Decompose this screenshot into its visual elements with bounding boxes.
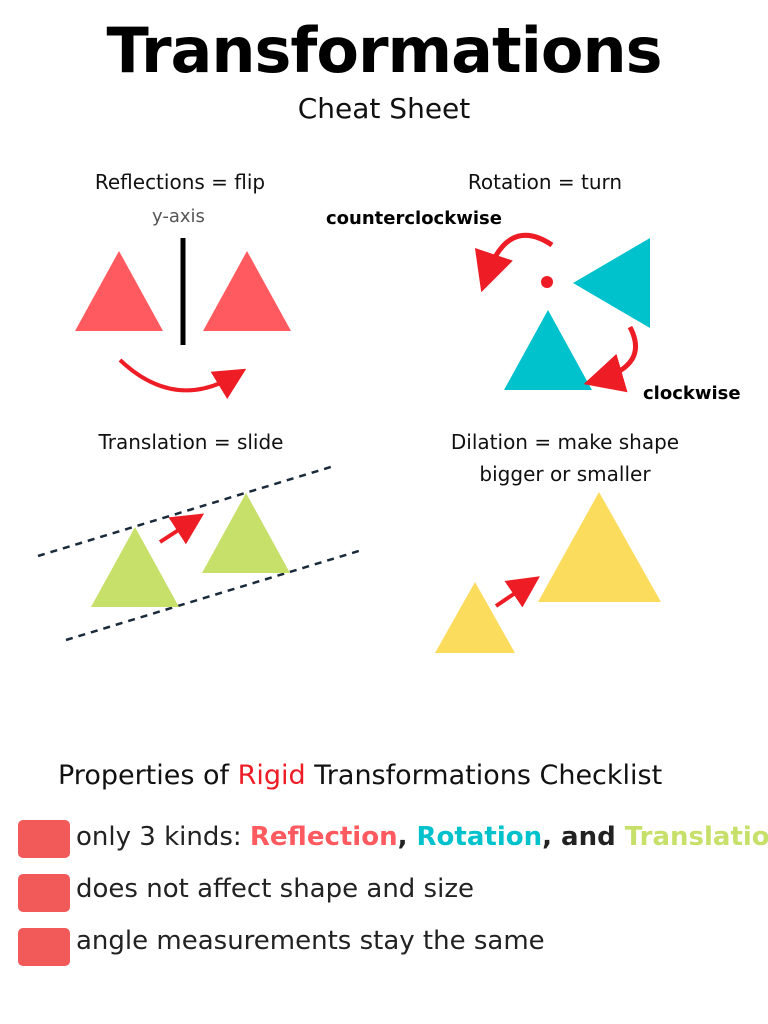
rotation-center-dot [541,276,553,288]
page-title: Transformations [106,14,662,87]
kinds-prefix: only 3 kinds: [76,822,250,852]
dilation-label-line2: bigger or smaller [479,462,651,486]
translation-image-triangle [202,493,290,573]
rotation-label: Rotation = turn [467,170,623,194]
kind-reflection: Reflection [249,822,398,852]
clockwise-label: clockwise [643,383,741,404]
kind-separator: , [397,822,417,852]
checkbox[interactable] [18,874,70,912]
checklist-title-start: Properties of [58,760,238,791]
translation-arrow [158,513,205,545]
checklist-item-text: only 3 kinds: Reflection, Rotation, and … [76,822,768,852]
checkbox[interactable] [18,928,70,966]
page-subtitle: Cheat Sheet [297,92,471,125]
kind-separator: , and [542,822,625,852]
dilation-arrow [494,576,540,608]
reflections-label: Reflections = flip [94,170,266,194]
counterclockwise-arrow [474,232,554,293]
translation-original-triangle [91,527,179,607]
y-axis-label: y-axis [152,206,205,227]
checklist-title-end: Transformations Checklist [305,760,663,791]
dilation-image-triangle [538,492,661,602]
reflection-original-triangle [75,251,163,331]
counterclockwise-label: counterclockwise [326,208,502,229]
reflection-image-triangle [203,251,291,331]
rotation-image-triangle [504,310,592,390]
reflection-arrow [118,358,247,400]
translation-label: Translation = slide [98,430,284,454]
checklist-title-rigid: Rigid [237,760,306,791]
dilation-original-triangle [435,582,515,653]
checklist-item-text: angle measurements stay the same [76,926,545,956]
checklist-title: Properties of Rigid Transformations Chec… [58,760,662,791]
dilation-label-line1: Dilation = make shape [450,430,680,454]
checkbox[interactable] [18,820,70,858]
kind-translation: Translation [624,822,768,852]
translation-guide-top [37,464,335,558]
kind-rotation: Rotation [416,822,543,852]
rotation-original-triangle [573,238,650,328]
clockwise-arrow [583,325,639,393]
checklist-item-text: does not affect shape and size [76,874,474,904]
